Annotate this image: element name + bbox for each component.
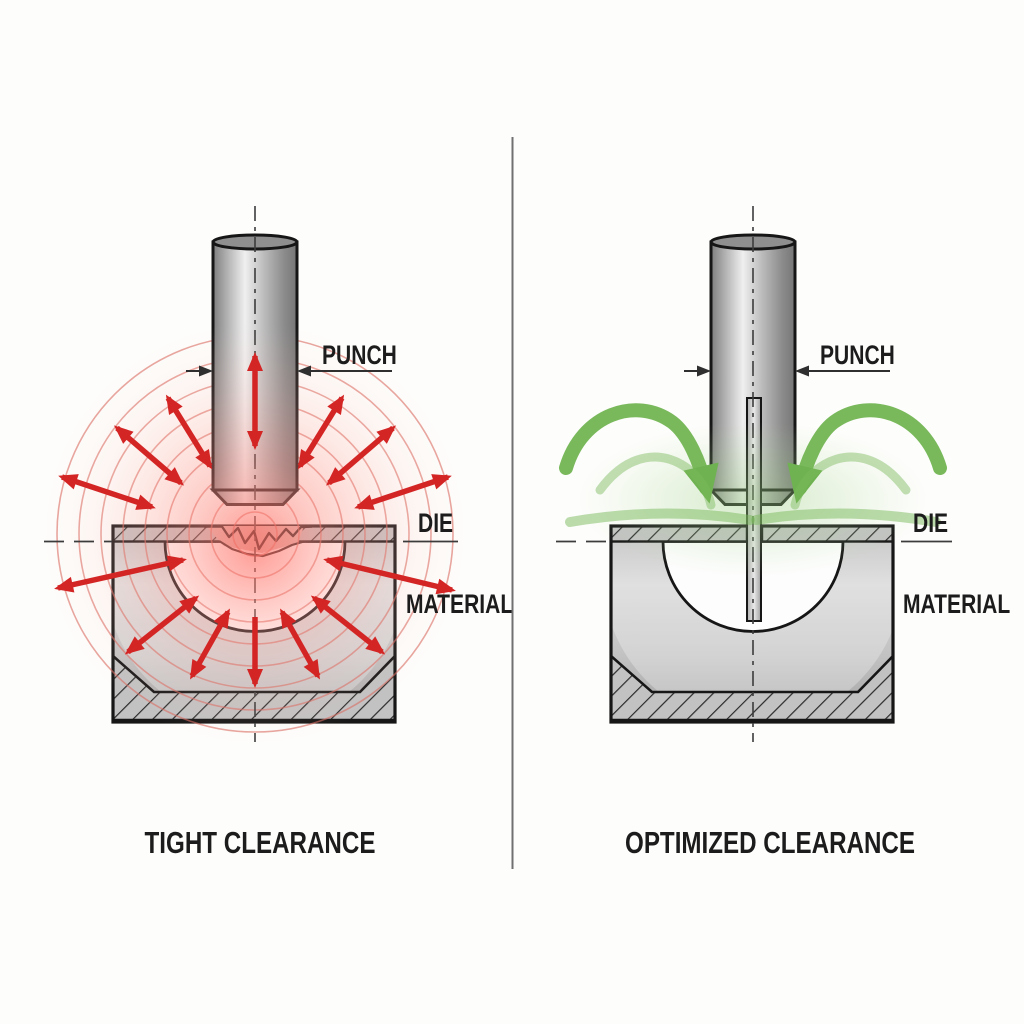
punch-dimension [186,365,392,377]
flow-arrow-left [559,403,719,504]
flow-band-left [565,508,755,527]
flow-echo-left [595,452,716,510]
panel-tight-clearance: PUNCH DIE MATERIAL TIGHT CLEARANCE [43,206,513,860]
flow-band-right [751,508,941,527]
die-label: DIE [418,509,453,539]
die-label: DIE [913,509,948,539]
panel-optimized-clearance: PUNCH DIE MATERIAL OPTIMIZED CLEARANCE [556,206,1010,860]
flow-echo-right [790,452,911,510]
stress-arrows [54,352,456,688]
material-label: MATERIAL [406,590,513,620]
flow-arrows [559,403,947,527]
punch-label: PUNCH [820,341,895,371]
stress-glow-core [160,461,350,651]
panel-caption-tight: TIGHT CLEARANCE [145,825,376,860]
flow-arrow-right [787,403,947,504]
punch-label: PUNCH [322,341,397,371]
flow-glow [578,422,928,578]
punch-dimension [684,365,890,377]
material-label: MATERIAL [903,590,1010,620]
panel-caption-optimized: OPTIMIZED CLEARANCE [625,825,915,860]
